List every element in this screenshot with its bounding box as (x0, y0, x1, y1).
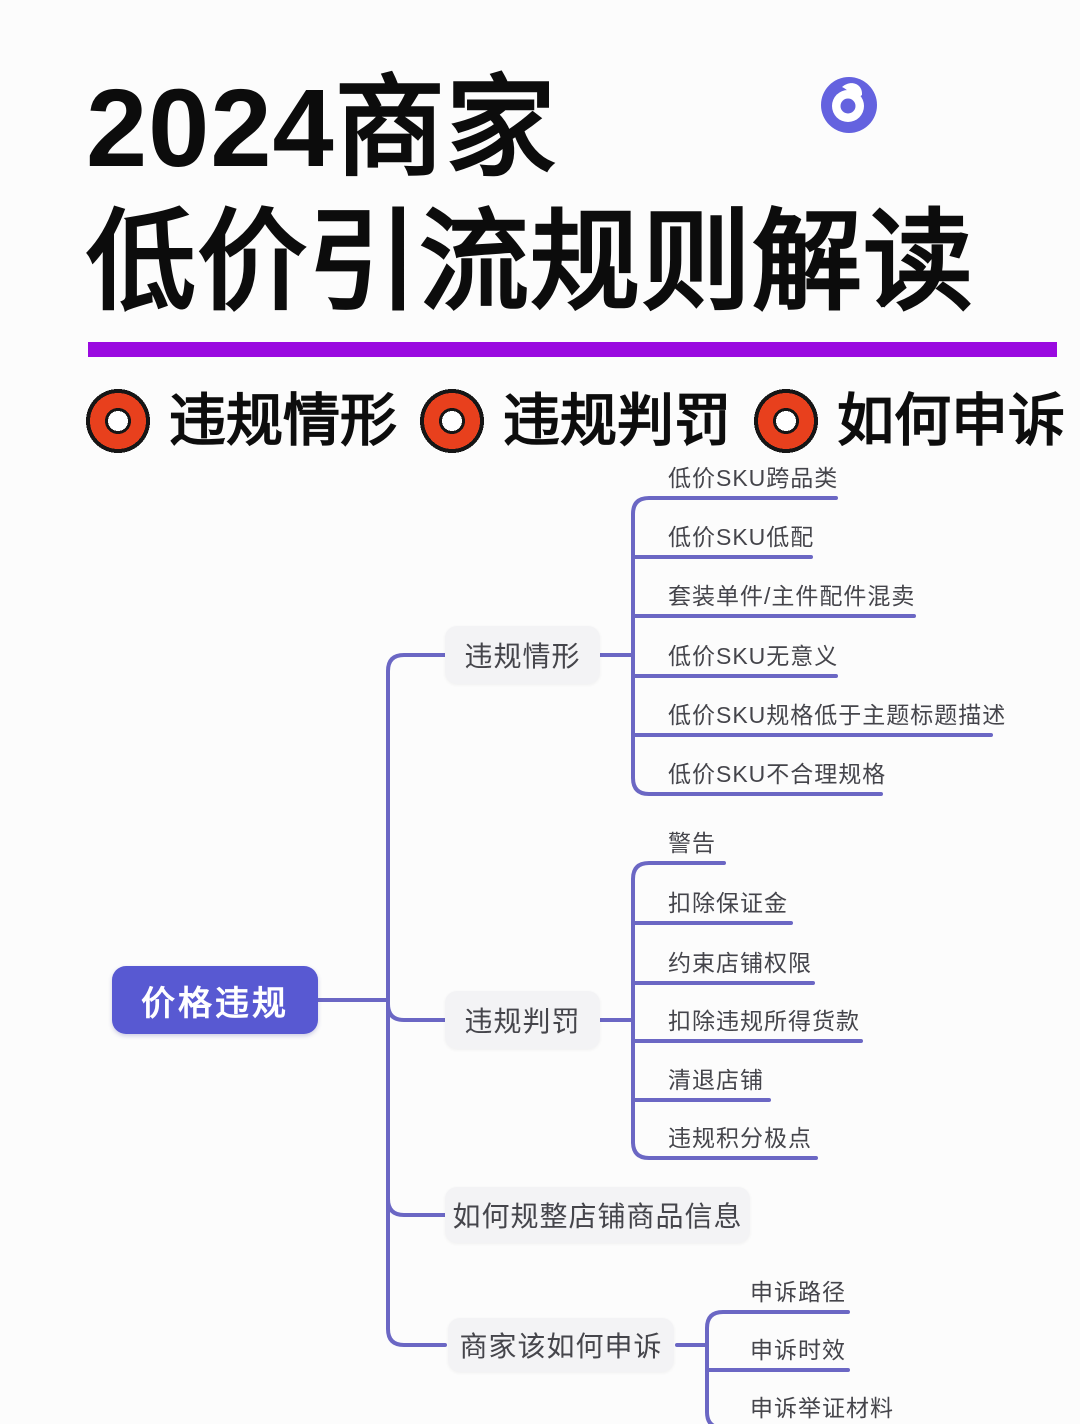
mindmap-leaf-node: 申诉时效 (750, 1337, 846, 1363)
mindmap-branch-node-3: 如何规整店铺商品信息 (445, 1187, 750, 1243)
mindmap-branch-node-1: 违规情形 (445, 626, 600, 684)
mindmap-leaf-node: 违规积分极点 (668, 1125, 812, 1151)
mindmap-leaf-node: 申诉路径 (750, 1279, 846, 1305)
bullet-item-violation-cases: 违规情形 (83, 386, 397, 456)
brand-logo-icon (821, 77, 877, 133)
page-title-line-2: 低价引流规则解读 (86, 201, 974, 324)
mindmap-leaf-node: 低价SKU不合理规格 (668, 761, 887, 787)
red-ring-icon (83, 386, 153, 456)
mindmap-leaf-node: 警告 (668, 830, 716, 856)
bullet-item-appeal: 如何申诉 (751, 386, 1065, 456)
red-ring-icon (417, 386, 487, 456)
mindmap-leaf-node: 申诉举证材料 (750, 1395, 894, 1421)
mindmap-leaf-node: 扣除保证金 (668, 890, 788, 916)
highlight-bullet-row: 违规情形 违规判罚 如何申诉 (83, 386, 1065, 456)
page-title-line-1: 2024商家 (86, 67, 557, 190)
mindmap-leaf-node: 扣除违规所得货款 (668, 1008, 860, 1034)
mindmap-leaf-node: 约束店铺权限 (668, 950, 812, 976)
mindmap-leaf-node: 清退店铺 (668, 1067, 764, 1093)
bullet-label: 如何申诉 (837, 388, 1065, 453)
mindmap-root-node: 价格违规 (112, 966, 318, 1034)
bullet-item-penalties: 违规判罚 (417, 386, 731, 456)
mindmap-branch-node-4: 商家该如何申诉 (448, 1318, 674, 1372)
mindmap-leaf-node: 低价SKU跨品类 (668, 465, 839, 491)
mindmap-leaf-node: 低价SKU规格低于主题标题描述 (668, 702, 1007, 728)
mindmap-leaf-node: 套装单件/主件配件混卖 (668, 583, 916, 609)
mindmap-leaf-node: 低价SKU低配 (668, 524, 815, 550)
mindmap-branch-node-2: 违规判罚 (445, 991, 600, 1049)
title-divider (88, 342, 1057, 357)
mindmap-leaf-node: 低价SKU无意义 (668, 643, 839, 669)
red-ring-icon (751, 386, 821, 456)
bullet-label: 违规情形 (169, 388, 397, 453)
bullet-label: 违规判罚 (503, 388, 731, 453)
